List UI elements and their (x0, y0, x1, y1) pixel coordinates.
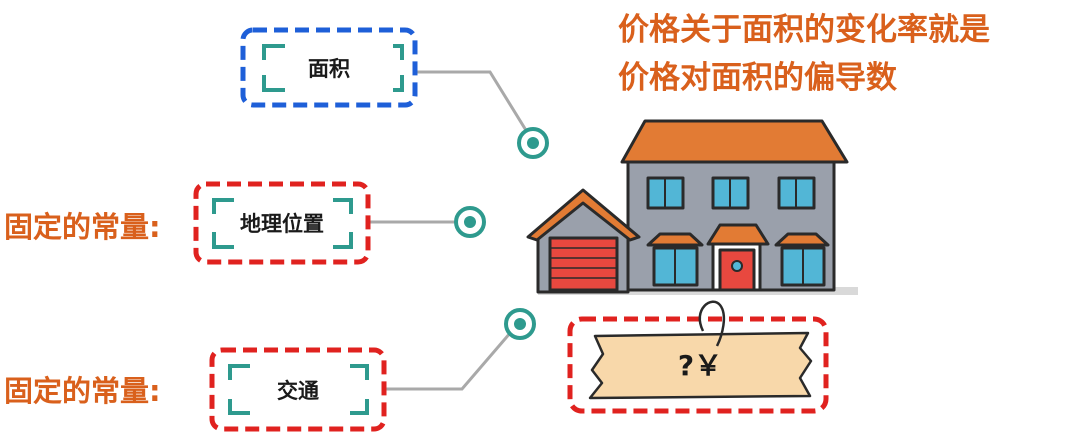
garage-roof (526, 188, 641, 242)
garage-door (548, 236, 619, 292)
constant-tag-traffic: 固定的常量: (4, 374, 161, 408)
price-tag-paper (588, 331, 813, 400)
connector-traffic (385, 324, 519, 391)
factor-box-area (240, 27, 418, 108)
constant-tag-location: 固定的常量: (4, 210, 161, 244)
connector-dot-area (517, 127, 549, 159)
price-tag-text: ?￥ (677, 349, 723, 382)
house-main-roof (620, 119, 849, 164)
connector-area (412, 70, 534, 141)
headline-line-1: 价格关于面积的变化率就是 (618, 12, 990, 48)
factor-label-area: 面积 (308, 56, 350, 81)
connector-lines (368, 70, 534, 391)
house-illustration (526, 119, 858, 295)
factor-label-location: 地理位置 (240, 212, 324, 236)
price-tag-string-icon (698, 300, 726, 347)
connector-dot-location (454, 206, 486, 238)
connector-dot-traffic (504, 308, 536, 340)
price-tag (567, 300, 829, 414)
factor-label-traffic: 交通 (277, 378, 319, 403)
factor-box-traffic (209, 347, 387, 432)
factor-box-location (193, 181, 371, 265)
headline-line-2: 价格对面积的偏导数 (618, 60, 897, 96)
